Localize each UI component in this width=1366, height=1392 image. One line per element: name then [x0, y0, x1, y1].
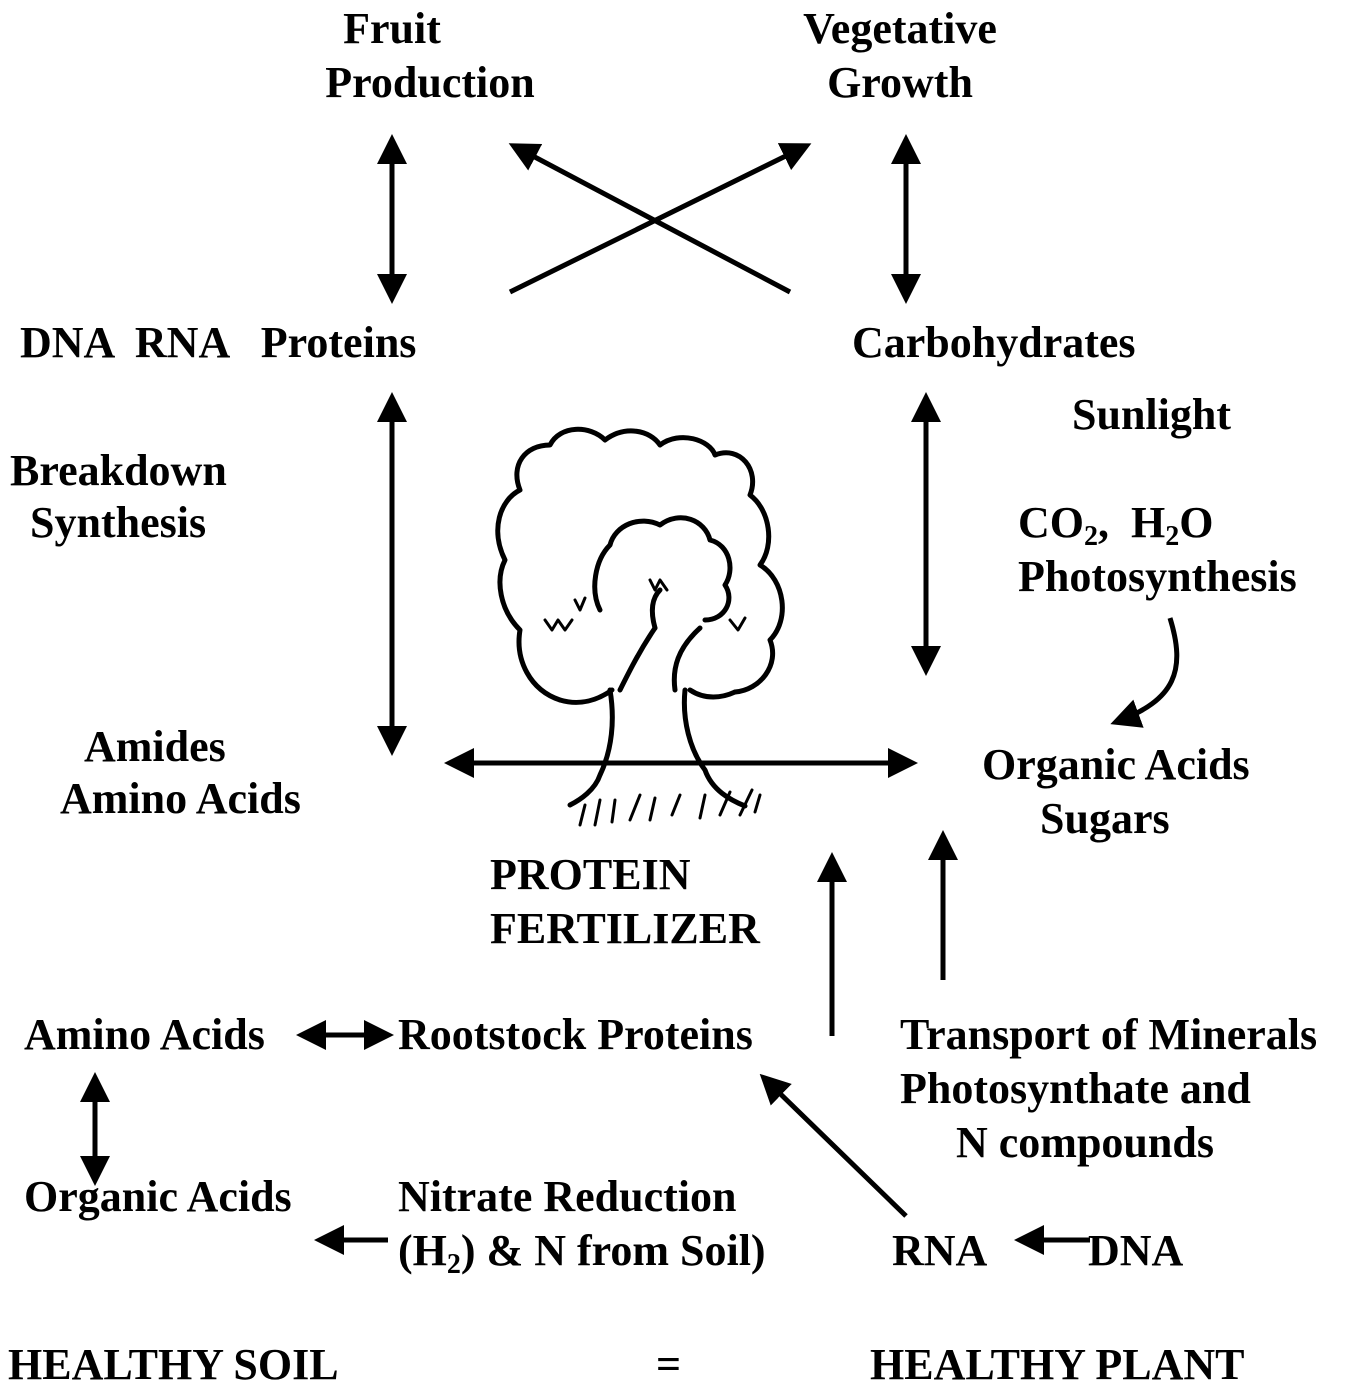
- label-growth: Growth: [800, 56, 1000, 110]
- label-organic-acids-bottom: Organic Acids: [24, 1170, 292, 1224]
- h2-open: (H: [398, 1226, 447, 1275]
- tree-icon: [498, 429, 783, 825]
- label-photosynthesis: Photosynthesis: [1018, 550, 1297, 604]
- co2-c: CO: [1018, 498, 1084, 547]
- label-amino-acids-top: Amino Acids: [60, 772, 301, 826]
- co2-subscript: 2: [1084, 521, 1098, 552]
- label-transport-3: N compounds: [956, 1116, 1214, 1170]
- label-rootstock-proteins: Rootstock Proteins: [398, 1008, 753, 1062]
- h2-subscript: 2: [447, 1249, 461, 1280]
- label-healthy-soil: HEALTHY SOIL: [8, 1338, 339, 1392]
- label-rna: RNA: [892, 1224, 987, 1278]
- h2o-o: O: [1179, 498, 1213, 547]
- label-production: Production: [300, 56, 560, 110]
- label-sugars: Sugars: [1040, 792, 1170, 846]
- arrow-rna-to-rootstock: [764, 1078, 906, 1216]
- label-amino-acids-bottom: Amino Acids: [24, 1008, 265, 1062]
- label-healthy-plant: HEALTHY PLANT: [870, 1338, 1245, 1392]
- label-equals: =: [656, 1338, 681, 1392]
- label-fruit: Fruit: [322, 2, 462, 56]
- label-sunlight: Sunlight: [1072, 388, 1231, 442]
- label-fertilizer: FERTILIZER: [490, 902, 760, 956]
- label-co2-h2o: CO2, H2O: [1018, 496, 1213, 550]
- h2-rest: ) & N from Soil): [461, 1226, 766, 1275]
- label-amides: Amides: [84, 720, 226, 774]
- label-h2-n-from-soil: (H2) & N from Soil): [398, 1224, 766, 1278]
- label-transport-2: Photosynthate and: [900, 1062, 1251, 1116]
- label-transport-1: Transport of Minerals: [900, 1008, 1317, 1062]
- label-synthesis: Synthesis: [30, 496, 206, 550]
- h2o-sep: , H: [1098, 498, 1165, 547]
- arrow-photosynthesis-to-organic-acids: [1116, 618, 1177, 722]
- label-dna-rna-proteins: DNA RNA Proteins: [20, 316, 416, 370]
- label-carbohydrates: Carbohydrates: [852, 316, 1136, 370]
- h2o-subscript: 2: [1165, 521, 1179, 552]
- label-vegetative: Vegetative: [770, 2, 1030, 56]
- label-protein: PROTEIN: [490, 848, 690, 902]
- label-breakdown: Breakdown: [10, 444, 227, 498]
- label-nitrate-reduction: Nitrate Reduction: [398, 1170, 737, 1224]
- label-dna: DNA: [1088, 1224, 1183, 1278]
- label-organic-acids-top: Organic Acids: [982, 738, 1250, 792]
